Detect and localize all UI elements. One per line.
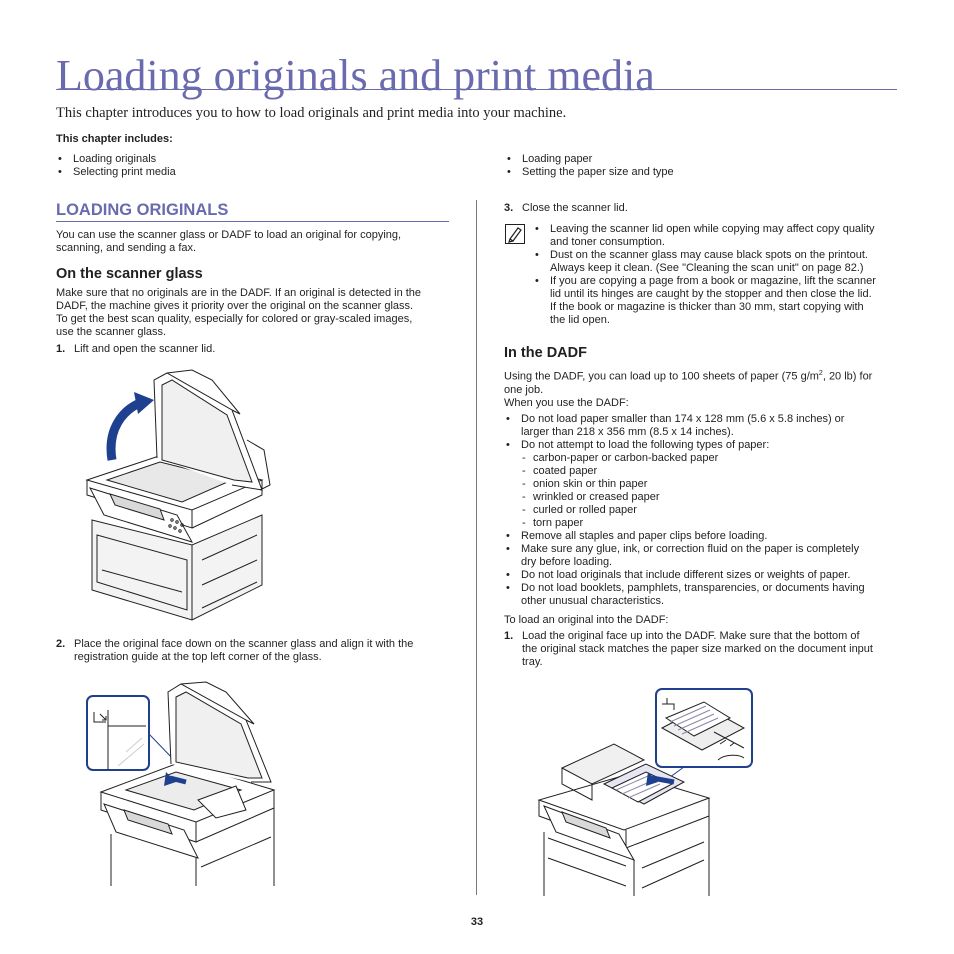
includes-list-right: Loading paper Setting the paper size and… — [505, 153, 674, 179]
glass-step-1: 1. Lift and open the scanner lid. — [56, 343, 216, 355]
dadf-step-1: 1. Load the original face up into the DA… — [504, 630, 873, 668]
notes-list: Leaving the scanner lid open while copyi… — [533, 223, 897, 327]
paper-types-list: carbon-paper or carbon-backed paper coat… — [504, 452, 897, 530]
page-number: 33 — [470, 916, 484, 928]
list-item: curled or rolled paper — [504, 504, 897, 517]
dadf-rules: Do not load paper smaller than 174 x 128… — [504, 413, 897, 608]
dadf-capacity: Using the DADF, you can load up to 100 s… — [504, 370, 873, 396]
lid-open-illustration — [85, 369, 271, 621]
list-item: wrinkled or creased paper — [504, 491, 897, 504]
column-divider — [476, 200, 477, 895]
list-item: carbon-paper or carbon-backed paper — [504, 452, 897, 465]
step-3: 3. Close the scanner lid. — [504, 202, 628, 214]
list-item: Leaving the scanner lid open while copyi… — [533, 223, 897, 249]
includes-label: This chapter includes: — [56, 133, 173, 145]
list-item[interactable]: Selecting print media — [56, 166, 176, 179]
section-intro: You can use the scanner glass or DADF to… — [56, 229, 402, 254]
dadf-load-illustration — [537, 688, 753, 896]
dadf-heading: In the DADF — [504, 345, 587, 361]
list-item[interactable]: Loading paper — [505, 153, 674, 166]
chapter-intro: This chapter introduces you to how to lo… — [56, 105, 567, 121]
dadf-when: When you use the DADF: — [504, 397, 629, 409]
note-icon — [505, 224, 525, 244]
page-title: Loading originals and print media — [56, 51, 655, 100]
list-item: Do not load paper smaller than 174 x 128… — [504, 413, 897, 439]
list-item: onion skin or thin paper — [504, 478, 897, 491]
glass-heading: On the scanner glass — [56, 266, 203, 282]
list-item: Make sure any glue, ink, or correction f… — [504, 543, 897, 569]
title-rule — [56, 89, 897, 90]
list-item: torn paper — [504, 517, 897, 530]
section-heading: LOADING ORIGINALS — [56, 201, 229, 219]
list-item: Dust on the scanner glass may cause blac… — [533, 249, 897, 275]
list-item: coated paper — [504, 465, 897, 478]
list-item[interactable]: Setting the paper size and type — [505, 166, 674, 179]
includes-list-left: Loading originals Selecting print media — [56, 153, 176, 179]
list-item: Do not load originals that include diffe… — [504, 569, 897, 582]
list-item: If you are copying a page from a book or… — [533, 275, 897, 327]
place-original-illustration — [86, 681, 276, 886]
glass-paragraph: Make sure that no originals are in the D… — [56, 287, 422, 338]
list-item: Remove all staples and paper clips befor… — [504, 530, 897, 543]
dadf-to-load: To load an original into the DADF: — [504, 614, 669, 626]
glass-step-2: 2. Place the original face down on the s… — [56, 638, 414, 663]
list-item[interactable]: Loading originals — [56, 153, 176, 166]
list-item: Do not load booklets, pamphlets, transpa… — [504, 582, 897, 608]
section-rule — [56, 221, 449, 222]
list-item: Do not attempt to load the following typ… — [504, 439, 897, 452]
